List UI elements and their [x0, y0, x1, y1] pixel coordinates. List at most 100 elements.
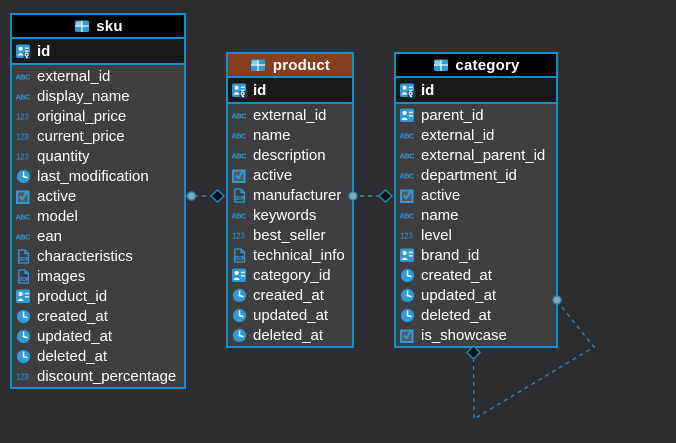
boolean-type-icon [15, 188, 32, 205]
column-row[interactable]: 123 discount_percentage [12, 366, 184, 386]
column-row[interactable]: active [396, 185, 556, 205]
svg-text:ABC: ABC [16, 72, 31, 81]
text-type-icon: ABC [15, 228, 32, 245]
column-row[interactable]: deleted_at [12, 346, 184, 366]
column-label: brand_id [421, 246, 480, 264]
column-row[interactable]: updated_at [12, 326, 184, 346]
column-row[interactable]: ABC display_name [12, 86, 184, 106]
column-row[interactable]: deleted_at [396, 305, 556, 325]
text-type-icon: ABC [231, 127, 248, 144]
column-row[interactable]: JSON manufacturer [228, 185, 352, 205]
column-row[interactable]: last_modification [12, 166, 184, 186]
table-sku[interactable]: sku id ABC external_id ABC display_name … [10, 13, 186, 389]
column-row[interactable]: ABC external_parent_id [396, 145, 556, 165]
column-label: images [37, 267, 86, 285]
column-row[interactable]: created_at [228, 285, 352, 305]
column-row[interactable]: is_showcase [396, 325, 556, 345]
column-row[interactable]: ABC external_id [228, 105, 352, 125]
column-label: active [421, 186, 461, 204]
svg-text:ABC: ABC [400, 131, 415, 140]
column-row[interactable]: JSON characteristics [12, 246, 184, 266]
column-row[interactable]: ABC name [228, 125, 352, 145]
column-row[interactable]: ABC keywords [228, 205, 352, 225]
table-product[interactable]: product id ABC external_id ABC name ABC [226, 52, 354, 348]
column-row[interactable]: JSON technical_info [228, 245, 352, 265]
column-row[interactable]: created_at [396, 265, 556, 285]
table-title: category [455, 56, 520, 74]
column-label: product_id [37, 287, 108, 305]
svg-text:ABC: ABC [400, 171, 415, 180]
column-row[interactable]: updated_at [228, 305, 352, 325]
column-label: original_price [37, 107, 127, 125]
column-label: name [253, 126, 291, 144]
primary-key-label: id [421, 81, 435, 99]
svg-text:123: 123 [16, 132, 29, 141]
column-label: description [253, 146, 326, 164]
column-row[interactable]: ABC description [228, 145, 352, 165]
svg-text:ABC: ABC [232, 111, 247, 120]
column-row[interactable]: parent_id [396, 105, 556, 125]
text-type-icon: ABC [399, 167, 416, 184]
column-row[interactable]: ABC name [396, 205, 556, 225]
column-label: external_id [421, 126, 495, 144]
column-label: keywords [253, 206, 317, 224]
table-header[interactable]: product [228, 54, 352, 78]
column-row[interactable]: 123 original_price [12, 106, 184, 126]
primary-key-row[interactable]: id [396, 78, 556, 104]
number-type-icon: 123 [15, 368, 32, 385]
column-row[interactable]: product_id [12, 286, 184, 306]
column-row[interactable]: active [12, 186, 184, 206]
text-type-icon: ABC [399, 207, 416, 224]
datetime-type-icon [15, 328, 32, 345]
column-label: current_price [37, 127, 125, 145]
column-label: best_seller [253, 226, 326, 244]
column-row[interactable]: ABC model [12, 206, 184, 226]
number-type-icon: 123 [15, 148, 32, 165]
column-row[interactable]: updated_at [396, 285, 556, 305]
boolean-type-icon [399, 187, 416, 204]
column-row[interactable]: 123 level [396, 225, 556, 245]
column-label: ean [37, 227, 63, 245]
svg-text:ABC: ABC [400, 151, 415, 160]
column-row[interactable]: brand_id [396, 245, 556, 265]
svg-text:ABC: ABC [232, 151, 247, 160]
primary-key-row[interactable]: id [228, 78, 352, 104]
column-label: level [421, 226, 452, 244]
datetime-type-icon [231, 307, 248, 324]
column-row[interactable]: 123 quantity [12, 146, 184, 166]
primary-key-icon [15, 43, 32, 60]
table-header[interactable]: category [396, 54, 556, 78]
svg-text:ABC: ABC [16, 212, 31, 221]
column-label: deleted_at [253, 326, 324, 344]
column-row[interactable]: deleted_at [228, 325, 352, 345]
primary-key-icon [231, 82, 248, 99]
table-icon [250, 57, 267, 74]
column-row[interactable]: 123 best_seller [228, 225, 352, 245]
column-row[interactable]: ABC external_id [12, 66, 184, 86]
column-row[interactable]: JSON images [12, 266, 184, 286]
column-row[interactable]: created_at [12, 306, 184, 326]
column-row[interactable]: 123 current_price [12, 126, 184, 146]
table-header[interactable]: sku [12, 15, 184, 39]
foreign-key-icon [399, 107, 416, 124]
column-row[interactable]: ABC ean [12, 226, 184, 246]
column-row[interactable]: category_id [228, 265, 352, 285]
column-label: characteristics [37, 247, 133, 265]
number-type-icon: 123 [15, 108, 32, 125]
column-label: updated_at [421, 286, 497, 304]
table-category[interactable]: category id parent_id ABC external_id [394, 52, 558, 348]
primary-key-row[interactable]: id [12, 39, 184, 65]
text-type-icon: ABC [15, 88, 32, 105]
column-row[interactable]: ABC external_id [396, 125, 556, 145]
column-row[interactable]: active [228, 165, 352, 185]
column-label: external_id [253, 106, 327, 124]
columns-list: parent_id ABC external_id ABC external_p… [396, 104, 556, 346]
column-label: model [37, 207, 78, 225]
text-type-icon: ABC [15, 208, 32, 225]
column-row[interactable]: ABC department_id [396, 165, 556, 185]
datetime-type-icon [231, 287, 248, 304]
table-icon [432, 57, 449, 74]
column-label: deleted_at [421, 306, 492, 324]
column-label: display_name [37, 87, 130, 105]
